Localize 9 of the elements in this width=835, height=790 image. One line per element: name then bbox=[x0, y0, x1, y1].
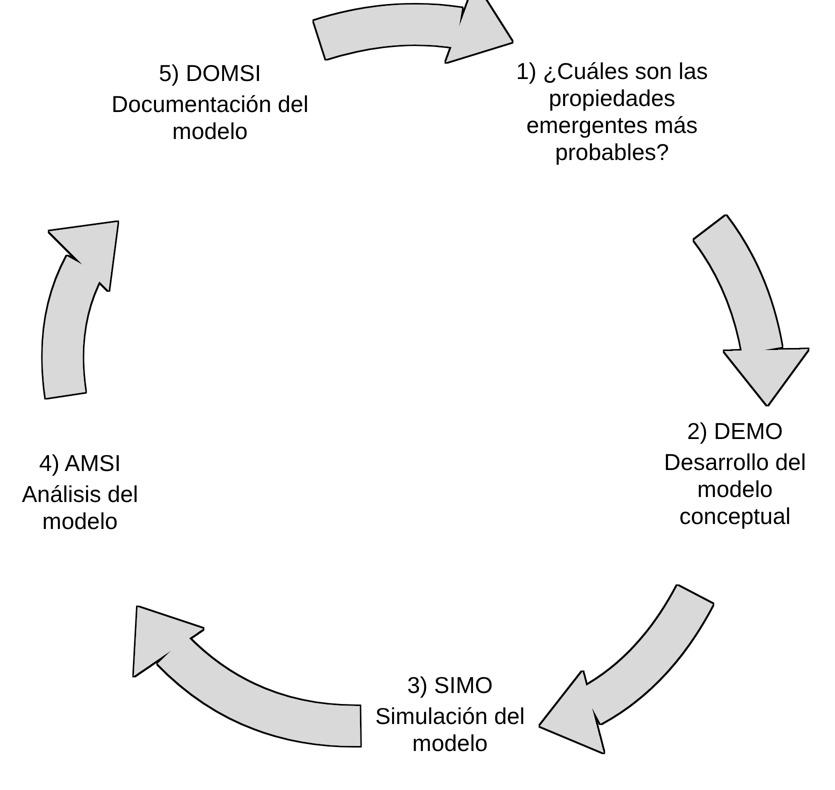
step-title: 4) AMSI bbox=[39, 450, 121, 477]
step-description: Desarrollo del modelo conceptual bbox=[663, 449, 807, 530]
step-description: Análisis del modelo bbox=[20, 481, 140, 535]
step-title: 5) DOMSI bbox=[158, 60, 262, 87]
step-title: 1) ¿Cuáles son las propiedades emergentes más probables? bbox=[515, 58, 709, 166]
step-title: 3) SIMO bbox=[407, 672, 493, 699]
step-title: 2) DEMO bbox=[687, 418, 783, 445]
step-description: Documentación del modelo bbox=[110, 91, 310, 145]
step-description: Simulación del modelo bbox=[374, 703, 526, 757]
